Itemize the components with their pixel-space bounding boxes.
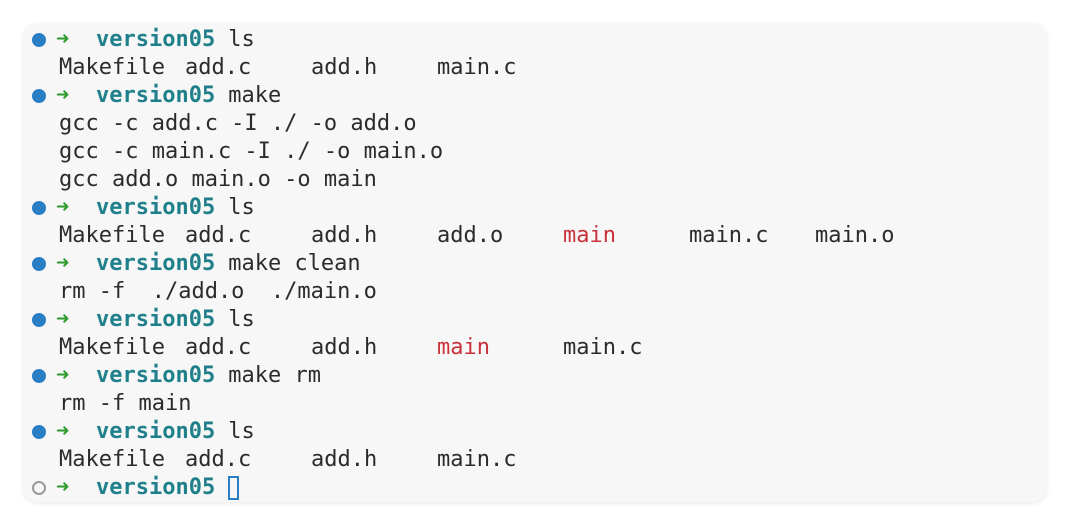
status-dot-icon xyxy=(32,201,46,215)
output-token: main.c xyxy=(437,55,517,80)
output-text: rm -f ./add.o ./main.o xyxy=(32,278,377,306)
output-text: Makefile add.c add.h add.o main main.c main.o xyxy=(32,222,941,250)
output-line: Makefile add.c add.h add.o main main.c main.o xyxy=(32,222,1038,250)
output-text: Makefile add.c add.h main.c xyxy=(32,446,563,474)
status-dot-icon xyxy=(32,89,46,103)
command-text: ls xyxy=(228,307,255,332)
prompt-directory: version05 xyxy=(96,475,216,500)
command-text: ls xyxy=(228,195,255,220)
output-token: Makefile xyxy=(59,223,165,248)
text-cursor[interactable] xyxy=(228,476,240,500)
output-text: rm -f main xyxy=(32,390,191,418)
status-dot-icon xyxy=(32,33,46,47)
prompt-directory: version05 xyxy=(96,363,216,388)
prompt-directory: version05 xyxy=(96,251,216,276)
output-token: add.c xyxy=(185,55,252,80)
output-token: add.c xyxy=(185,223,252,248)
output-token: rm -f ./add.o ./main.o xyxy=(59,279,377,304)
prompt-line-current: ➜ version05 xyxy=(32,474,1038,502)
prompt-directory: version05 xyxy=(96,83,216,108)
prompt-line: ➜ version05 ls xyxy=(32,26,1038,54)
prompt-directory: version05 xyxy=(96,27,216,52)
output-text: gcc -c add.c -I ./ -o add.o xyxy=(32,110,417,138)
prompt-directory: version05 xyxy=(96,195,216,220)
prompt-line: ➜ version05 ls xyxy=(32,306,1038,334)
prompt-directory: version05 xyxy=(96,419,216,444)
prompt-arrow-icon: ➜ xyxy=(56,307,70,332)
status-dot-icon xyxy=(32,369,46,383)
output-token: add.h xyxy=(311,335,378,360)
output-text: gcc -c main.c -I ./ -o main.o xyxy=(32,138,443,166)
command-text: make xyxy=(228,83,282,108)
prompt-directory: version05 xyxy=(96,307,216,332)
output-text: Makefile add.c add.h main.c xyxy=(32,54,563,82)
output-token: main.c xyxy=(689,223,769,248)
output-line: Makefile add.c add.h main main.c xyxy=(32,334,1038,362)
output-line: Makefile add.c add.h main.c xyxy=(32,54,1038,82)
output-line: rm -f main xyxy=(32,390,1038,418)
output-token: add.h xyxy=(311,223,378,248)
output-token: add.h xyxy=(311,447,378,472)
output-token: Makefile xyxy=(59,447,165,472)
prompt-line: ➜ version05 make rm xyxy=(32,362,1038,390)
prompt-line: ➜ version05 make clean xyxy=(32,250,1038,278)
command-text: make rm xyxy=(228,363,321,388)
output-token: add.h xyxy=(311,55,378,80)
executable-file-name: main xyxy=(563,223,616,248)
executable-file-name: main xyxy=(437,335,490,360)
output-token: add.o xyxy=(437,223,504,248)
status-dot-icon xyxy=(32,257,46,271)
status-dot-icon xyxy=(32,425,46,439)
prompt-line: ➜ version05 ls xyxy=(32,418,1038,446)
prompt-arrow-icon: ➜ xyxy=(56,83,70,108)
output-line: gcc add.o main.o -o main xyxy=(32,166,1038,194)
output-token: add.c xyxy=(185,447,252,472)
output-line: gcc -c add.c -I ./ -o add.o xyxy=(32,110,1038,138)
prompt-arrow-icon: ➜ xyxy=(56,251,70,276)
output-token: gcc -c main.c -I ./ -o main.o xyxy=(59,139,444,164)
output-line: gcc -c main.c -I ./ -o main.o xyxy=(32,138,1038,166)
command-text: ls xyxy=(228,27,255,52)
status-dot-icon xyxy=(32,313,46,327)
output-token: main.o xyxy=(815,223,895,248)
prompt-arrow-icon: ➜ xyxy=(56,195,70,220)
output-token: gcc -c add.c -I ./ -o add.o xyxy=(59,111,417,136)
output-token: Makefile xyxy=(59,335,165,360)
output-text: Makefile add.c add.h main main.c xyxy=(32,334,689,362)
prompt-arrow-icon: ➜ xyxy=(56,27,70,52)
command-text: ls xyxy=(228,419,255,444)
prompt-arrow-icon: ➜ xyxy=(56,419,70,444)
prompt-line: ➜ version05 ls xyxy=(32,194,1038,222)
output-token: main.c xyxy=(563,335,643,360)
output-line: rm -f ./add.o ./main.o xyxy=(32,278,1038,306)
status-dot-idle-icon xyxy=(32,481,46,495)
output-text: gcc add.o main.o -o main xyxy=(32,166,377,194)
output-line: Makefile add.c add.h main.c xyxy=(32,446,1038,474)
output-token: gcc add.o main.o -o main xyxy=(59,167,377,192)
output-token: add.c xyxy=(185,335,252,360)
prompt-arrow-icon: ➜ xyxy=(56,475,70,500)
prompt-line: ➜ version05 make xyxy=(32,82,1038,110)
output-token: Makefile xyxy=(59,55,165,80)
command-text: make clean xyxy=(228,251,361,276)
output-token: main.c xyxy=(437,447,517,472)
output-token: rm -f main xyxy=(59,391,192,416)
prompt-arrow-icon: ➜ xyxy=(56,363,70,388)
